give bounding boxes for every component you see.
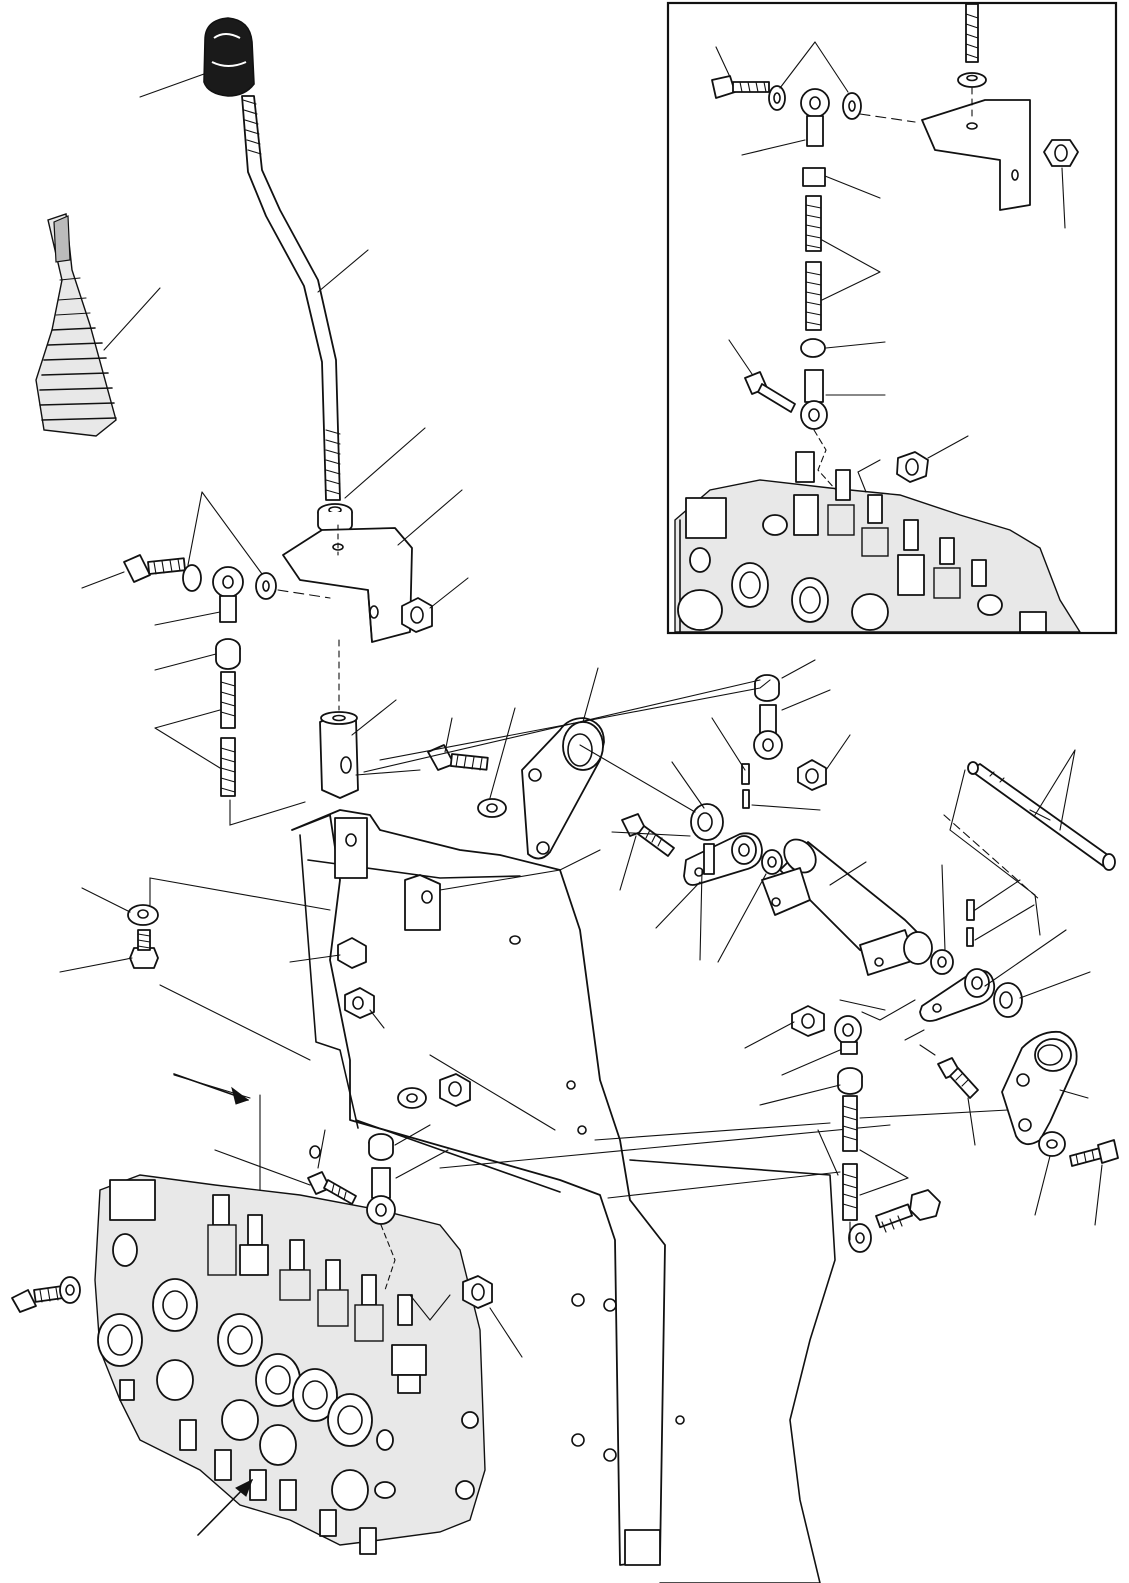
- inset-rod-lower: [805, 261, 822, 331]
- centre-valve-nut: [462, 1275, 493, 1309]
- inset-valve-block: [674, 451, 1082, 633]
- left-rod-upper: [220, 671, 236, 729]
- inset-nut-2: [800, 338, 826, 358]
- valve-bolt-left: [11, 1276, 81, 1313]
- inset-nut-right: [1043, 139, 1079, 167]
- centre-bolt: [307, 1171, 357, 1205]
- leader-lever: [317, 249, 369, 293]
- inset-washer-right: [842, 92, 862, 120]
- right-rod-upper: [842, 1095, 858, 1152]
- inset-leader-lines: [715, 41, 1066, 493]
- inset-detail: [666, 1, 1118, 635]
- inset-bolt-lower: [744, 371, 796, 413]
- leaders-bracket: [337, 427, 469, 609]
- left-linkage-washer-2: [255, 572, 277, 600]
- left-linkage-bolt: [123, 554, 186, 583]
- plate-pin-hole: [214, 1145, 321, 1186]
- right-lower-bolt: [937, 1057, 979, 1099]
- leaders-centre: [317, 1124, 523, 1358]
- right-bushing: [993, 982, 1023, 1018]
- inset-bracket: [921, 99, 1031, 211]
- leader-boot: [103, 287, 161, 351]
- right-rod-lower: [842, 1163, 858, 1221]
- roll-pin-upper: [741, 763, 750, 809]
- centre-nut: [368, 1133, 394, 1161]
- plate-washer-nut: [397, 1073, 471, 1109]
- leaders-plate: [59, 877, 891, 1199]
- inset-nut-3: [896, 451, 929, 483]
- left-rod-lower: [220, 737, 236, 797]
- lever-bracket: [282, 527, 413, 643]
- coupler-block: [319, 711, 359, 799]
- inset-washer-top: [957, 72, 987, 88]
- pivot-tube-washer: [930, 949, 954, 975]
- support-plate: [291, 809, 685, 1566]
- right-nut-2: [837, 1067, 863, 1095]
- leader-knob: [139, 73, 205, 98]
- support-plate-extension: [629, 1129, 839, 1583]
- lever-clamp: [683, 832, 763, 886]
- inset-nut-1: [802, 167, 826, 187]
- arrow-valve: [197, 1478, 253, 1536]
- right-lower-washer-bolt: [1038, 1131, 1119, 1167]
- right-lever-arm: [1001, 1030, 1078, 1146]
- inset-ball-joint: [800, 88, 830, 147]
- clamp-washer: [761, 849, 783, 875]
- leaders-right-linkage: [355, 659, 1103, 1241]
- centre-ball-joint: [366, 1167, 396, 1225]
- inset-threaded-stud: [965, 3, 979, 63]
- inset-bolt: [711, 75, 770, 99]
- left-linkage-washer-1: [182, 564, 202, 592]
- control-lever: [241, 95, 341, 501]
- left-linkage-nut: [215, 638, 241, 670]
- right-nut-left: [791, 1005, 825, 1037]
- right-lever-clamp: [919, 968, 996, 1022]
- upper-ball-joint: [753, 704, 783, 760]
- lever-arm-upper: [521, 717, 605, 860]
- leader-coupler: [338, 639, 397, 736]
- inset-rod-upper: [805, 195, 822, 252]
- lever-washer: [317, 503, 353, 534]
- right-roll-pins: [966, 899, 975, 947]
- right-ball-joint: [834, 1015, 862, 1055]
- rubber-boot: [35, 213, 117, 437]
- upper-bolt-washer: [427, 744, 507, 818]
- control-valve-block: [94, 1174, 486, 1555]
- upper-nut-right: [797, 759, 827, 791]
- lever-bracket-nut: [401, 597, 433, 633]
- pivot-shaft: [967, 761, 1116, 871]
- arrow-plate: [173, 1073, 250, 1105]
- left-ball-joint: [212, 566, 244, 623]
- plate-left-washer-bolt: [127, 904, 159, 969]
- leaders-left-linkage: [81, 491, 331, 826]
- pivot-tube: [761, 838, 933, 976]
- plate-right-washer-bolt: [848, 1189, 941, 1253]
- control-knob: [203, 17, 255, 97]
- lever-arm-bushing: [579, 744, 724, 841]
- inset-ball-joint-lower: [800, 369, 828, 430]
- inset-washer-left: [768, 85, 786, 111]
